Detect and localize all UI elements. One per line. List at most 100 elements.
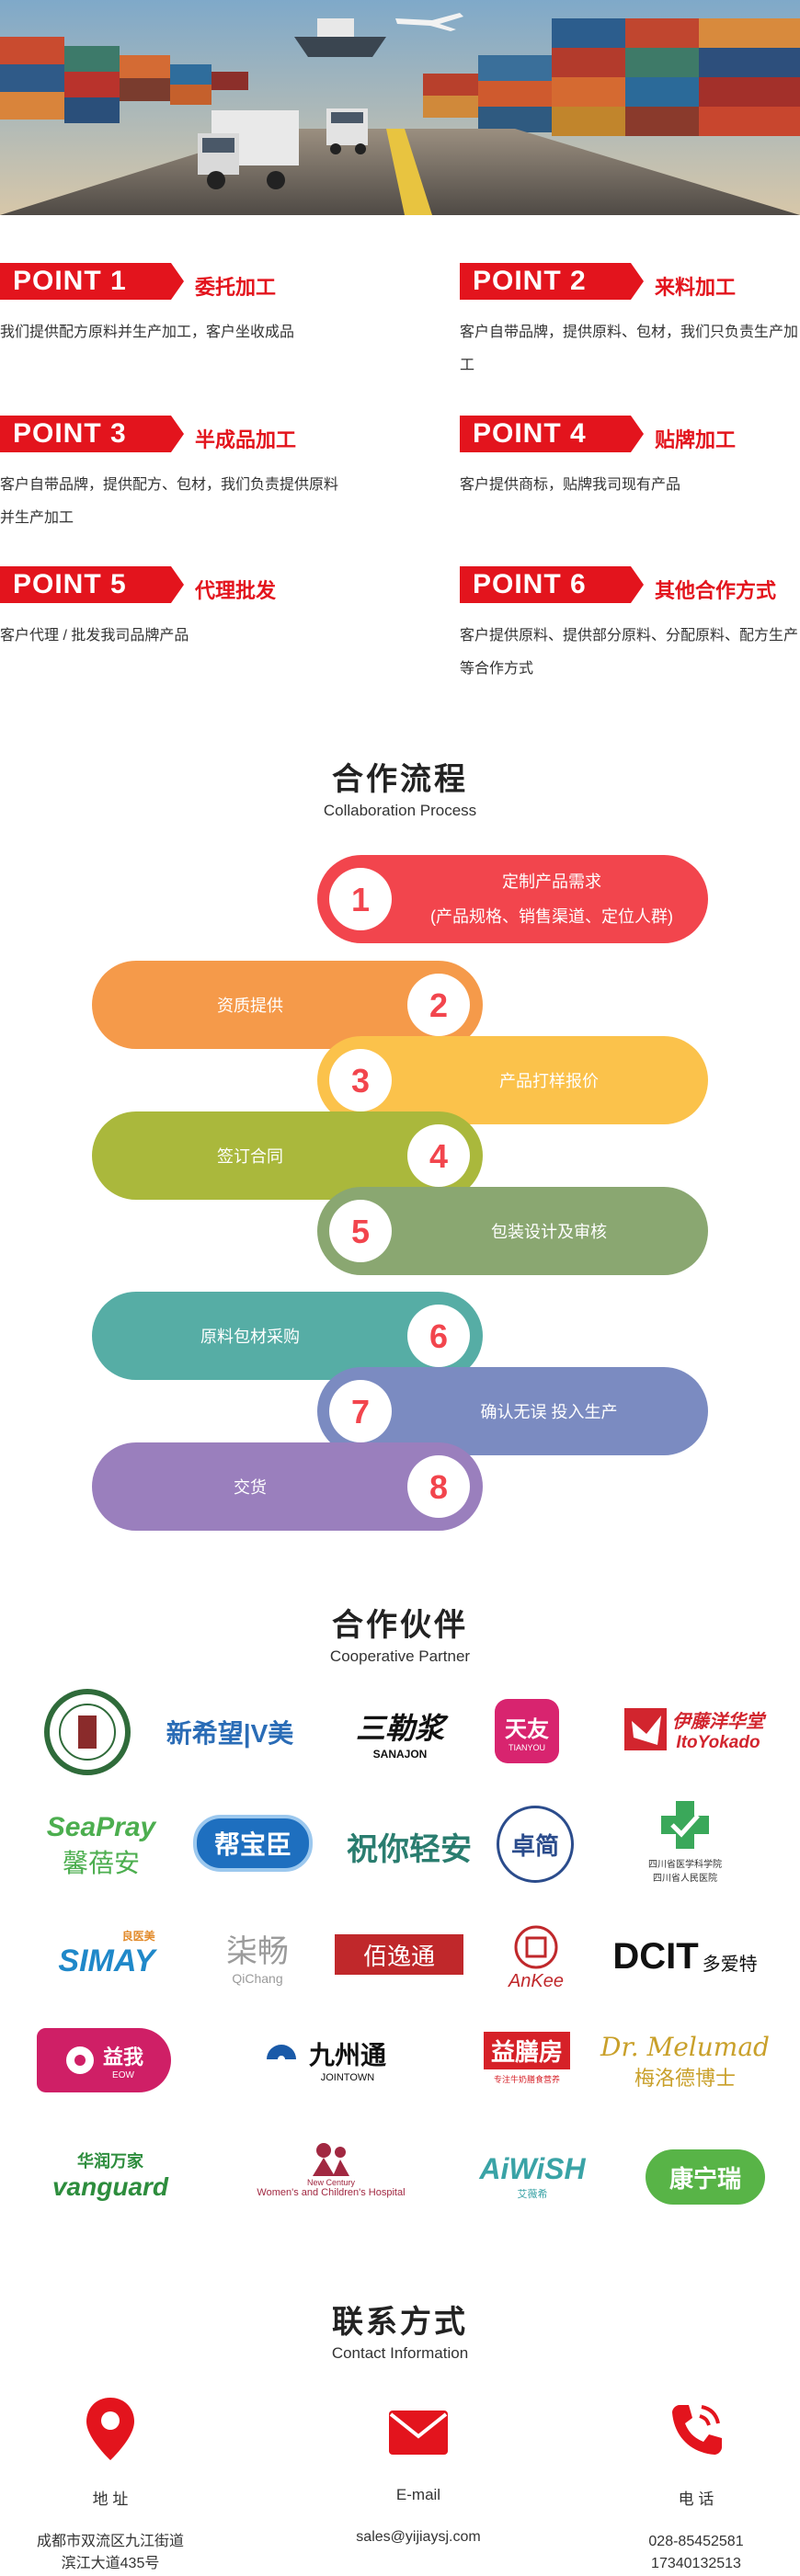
partner-logo-qichang: 柒畅 QiChang bbox=[202, 1921, 313, 1989]
partner-logo-xinxiwang: 新希望|V美 bbox=[147, 1706, 313, 1758]
itoyokado-bird-icon bbox=[624, 1708, 667, 1750]
partner-logo-sub: TIANYOU bbox=[508, 1742, 545, 1752]
point-badge: POINT 6 bbox=[460, 566, 644, 603]
partner-logo-text: AiWiSH bbox=[479, 2151, 586, 2185]
step-label: 原料包材采购 bbox=[200, 1328, 300, 1346]
hero-banner bbox=[0, 0, 800, 215]
point-desc: 客户提供原料、提供部分原料、分配原料、配方生产等合作方式 bbox=[460, 628, 799, 677]
partner-logo-sub: 多爱特 bbox=[702, 1954, 758, 1975]
contact-address-line2: 滨江大道435号 bbox=[61, 2556, 160, 2571]
step-number: 2 bbox=[429, 986, 448, 1024]
point-badge: POINT 1 bbox=[0, 263, 184, 300]
point-title: 贴牌加工 bbox=[655, 428, 737, 451]
step-number: 3 bbox=[351, 1062, 370, 1100]
step-pill bbox=[317, 1036, 708, 1124]
process-step-6: 6 原料包材采购 bbox=[92, 1292, 483, 1380]
partner-logo-text: DCIT bbox=[612, 1935, 699, 1977]
partner-logo-zhuojian: 卓简 bbox=[497, 1806, 574, 1883]
partner-logo-tianyou: 天友 TIANYOU bbox=[495, 1699, 559, 1763]
partner-logo-seapray: SeaPray 馨蓓安 bbox=[28, 1807, 175, 1885]
partner-logo-text: New Century bbox=[306, 2178, 356, 2187]
partner-logo-sub: 馨蓓安 bbox=[62, 1849, 140, 1877]
partner-logo-sub: 专注牛奶膳食营养 bbox=[493, 2075, 560, 2084]
step-number: 7 bbox=[351, 1393, 370, 1430]
huaxi-hospital-seal bbox=[44, 1689, 131, 1775]
process-step-2: 2 资质提供 bbox=[92, 961, 483, 1049]
point-desc: 客户提供商标，贴牌我司现有产品 bbox=[460, 477, 681, 493]
hero-logistics-illustration bbox=[0, 0, 800, 215]
partner-logo-sub: Women's and Children's Hospital bbox=[257, 2187, 406, 2198]
partner-logo-text: 华润万家 bbox=[77, 2152, 143, 2171]
partner-logo-sub: JOINTOWN bbox=[320, 2072, 375, 2083]
step-number-circle bbox=[407, 1455, 470, 1518]
partner-logo-text: 康宁瑞 bbox=[669, 2164, 741, 2193]
contact-title: 联系方式 bbox=[332, 2305, 468, 2340]
partner-logo-text: 祝你轻安 bbox=[347, 1831, 472, 1867]
point-1: POINT 1 委托加工 我们提供配方原料并生产加工，客户坐收成品 bbox=[0, 263, 340, 349]
contact-subtitle: Contact Information bbox=[331, 2344, 469, 2362]
partner-logo-sub: 梅洛德博士 bbox=[634, 2066, 736, 2090]
partner-logo-sub: ItoYokado bbox=[676, 1732, 760, 1752]
contact-email-value[interactable]: sales@yijiaysj.com bbox=[356, 2529, 481, 2545]
partner-logo-text: 伊藤洋华堂 bbox=[672, 1711, 764, 1732]
contact-email-label: E-mail bbox=[395, 2486, 441, 2503]
step-number: 8 bbox=[429, 1468, 448, 1506]
step-number-circle bbox=[407, 974, 470, 1036]
partner-logo-yiwo: 益我 EOW bbox=[37, 2028, 171, 2092]
step-pill bbox=[92, 1292, 483, 1380]
partner-logo-text: AnKee bbox=[508, 1970, 565, 1991]
partner-logo-duoaite: DCIT 多爱特 bbox=[598, 1931, 772, 1982]
partner-logo-text: 新希望|V美 bbox=[166, 1719, 294, 1748]
step-label: 资质提供 bbox=[217, 997, 283, 1015]
point-title: 委托加工 bbox=[195, 276, 277, 299]
contact-phone-line2[interactable]: 17340132513 bbox=[651, 2556, 741, 2571]
partner-logo-yishanfang: 益膳房 专注牛奶膳食营养 bbox=[467, 2019, 587, 2098]
step-number: 5 bbox=[351, 1213, 370, 1250]
step-number-circle bbox=[407, 1305, 470, 1367]
step-number-circle bbox=[329, 1049, 392, 1111]
point-title: 来料加工 bbox=[655, 276, 737, 299]
point-desc: 客户代理 / 批发我司品牌产品 bbox=[0, 628, 189, 644]
partner-logo-text: 益我 bbox=[102, 2045, 143, 2069]
partner-logo-sub: SANAJON bbox=[372, 1748, 428, 1761]
partner-logo-text: 益膳房 bbox=[483, 2032, 570, 2069]
partner-logo-sub: QiChang bbox=[232, 1970, 283, 1986]
step-label: 确认无误 投入生产 bbox=[480, 1403, 617, 1421]
partner-logo-text: 天友 bbox=[505, 1716, 549, 1742]
step-number: 6 bbox=[429, 1317, 448, 1355]
step-label: 签订合同 bbox=[217, 1147, 283, 1166]
partner-logo-bangbaochen: 帮宝臣 bbox=[193, 1815, 313, 1872]
yiwo-flower-icon bbox=[65, 2046, 94, 2074]
step-label: 定制产品需求 bbox=[502, 872, 601, 891]
process-step-4: 4 签订合同 bbox=[92, 1111, 483, 1200]
step-number: 4 bbox=[429, 1137, 448, 1175]
step-number: 1 bbox=[351, 881, 370, 918]
step-sublabel: (产品规格、销售渠道、定位人群) bbox=[430, 907, 673, 926]
location-pin-icon bbox=[86, 2398, 134, 2460]
partner-logo-text: 帮宝臣 bbox=[213, 1830, 291, 1859]
step-number-circle bbox=[329, 1380, 392, 1442]
point-desc: 我们提供配方原料并生产加工，客户坐收成品 bbox=[0, 325, 295, 340]
point-badge: POINT 2 bbox=[460, 263, 644, 300]
partner-logo-text: 卓简 bbox=[510, 1831, 559, 1860]
process-flow-diagram: 1 定制产品需求 (产品规格、销售渠道、定位人群) 2 资质提供 3 产品打样报… bbox=[92, 855, 708, 1531]
step-label: 产品打样报价 bbox=[499, 1072, 599, 1090]
partner-logo-ankee: AnKee bbox=[493, 1916, 579, 1999]
partner-logo-text: 佰逸通 bbox=[362, 1942, 435, 1970]
partner-logo-simay: 良医美 SIMAY bbox=[33, 1921, 180, 1986]
step-pill bbox=[317, 1187, 708, 1275]
contact-address-line1: 成都市双流区九江街道 bbox=[36, 2534, 184, 2549]
point-desc: 客户自带品牌，提供原料、包材，我们只负责生产加工 bbox=[460, 325, 799, 373]
contact-phone: 电 话 028-85452581 17340132513 bbox=[563, 2399, 800, 2575]
partner-logo-sub: EOW bbox=[112, 2069, 134, 2080]
contact-phone-line1[interactable]: 028-85452581 bbox=[648, 2534, 744, 2549]
contact-phone-label: 电 话 bbox=[678, 2491, 714, 2508]
process-step-8: 8 交货 bbox=[92, 1442, 483, 1531]
partner-logo-vanguard: 华润万家 vanguard bbox=[37, 2138, 184, 2212]
process-step-1: 1 定制产品需求 (产品规格、销售渠道、定位人群) bbox=[317, 855, 708, 943]
partner-logo-text: SIMAY bbox=[58, 1943, 155, 1978]
